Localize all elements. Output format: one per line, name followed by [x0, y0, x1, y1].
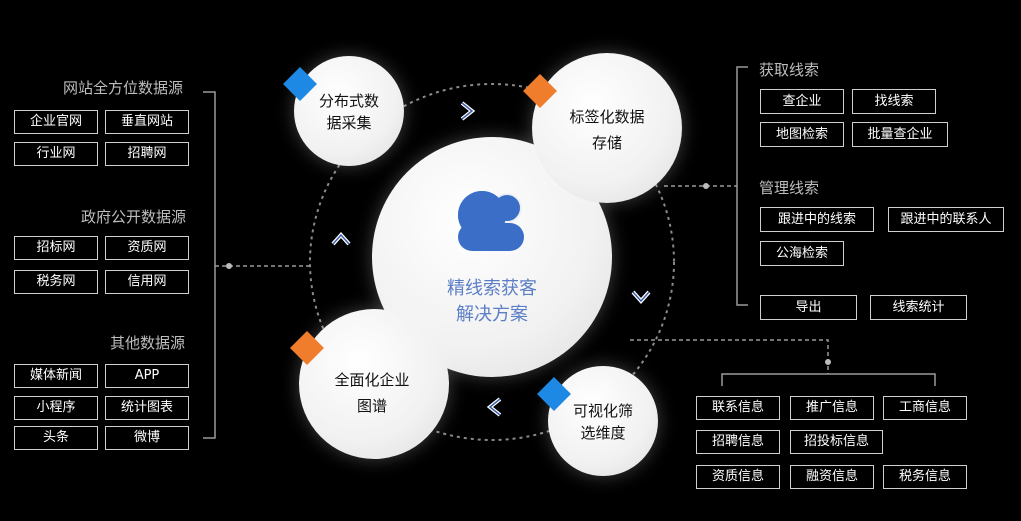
dimension-tag: 联系信息	[696, 396, 780, 420]
source-tag: 信用网	[105, 270, 189, 294]
center-title: 精线索获客 解决方案	[412, 276, 572, 328]
arrow-left-icon	[486, 397, 502, 417]
node-storage-line1: 标签化数据	[569, 108, 645, 126]
node-distributed-line2: 据采集	[326, 114, 372, 132]
arrow-right-icon	[460, 101, 476, 121]
source-tag: 企业官网	[14, 110, 98, 134]
node-filter-line2: 选维度	[580, 424, 626, 442]
source-tag: 统计图表	[105, 396, 189, 420]
arrow-up-icon	[331, 231, 351, 246]
left-group3-title: 其他数据源	[110, 334, 186, 352]
action-tag: 公海检索	[760, 241, 844, 266]
node-distributed-label: 分布式数 据采集	[299, 90, 399, 134]
node-distributed-circle	[294, 56, 404, 166]
source-tag: APP	[105, 364, 189, 388]
source-tag: 媒体新闻	[14, 364, 98, 388]
dimension-connector	[630, 339, 829, 374]
dimension-tag: 推广信息	[790, 396, 874, 420]
source-tag: 行业网	[14, 142, 98, 166]
node-storage-line2: 存储	[591, 134, 622, 152]
source-tag: 小程序	[14, 396, 98, 420]
dimension-tag: 税务信息	[883, 465, 967, 489]
node-graph-circle	[299, 309, 449, 459]
dimension-tag: 招聘信息	[696, 430, 780, 454]
left-group2-title: 政府公开数据源	[81, 208, 187, 226]
node-storage-label: 标签化数据 存储	[557, 104, 657, 156]
left-connector-dot	[226, 263, 232, 269]
node-graph-line1: 全面化企业	[334, 371, 410, 389]
dimension-bracket	[721, 373, 936, 386]
dimension-tag: 招投标信息	[790, 430, 883, 454]
orbit-ring	[309, 83, 675, 441]
action-tag: 找线索	[852, 89, 936, 114]
source-tag: 招聘网	[105, 142, 189, 166]
node-storage-circle	[532, 53, 682, 203]
cloud-icon	[458, 191, 524, 251]
left-bracket	[203, 91, 216, 439]
source-tag: 资质网	[105, 236, 189, 260]
node-filter-circle	[548, 366, 658, 476]
action-tag: 查企业	[760, 89, 844, 114]
node-graph-label: 全面化企业 图谱	[322, 367, 422, 419]
right-manage-title: 管理线索	[759, 179, 820, 197]
node-filter-line1: 可视化筛	[572, 402, 633, 420]
dimension-tag: 资质信息	[696, 465, 780, 489]
right-connector-dot	[703, 183, 709, 189]
node-graph-line2: 图谱	[356, 397, 387, 415]
action-tag: 跟进中的线索	[760, 207, 874, 232]
action-tag: 地图检索	[760, 122, 844, 147]
left-group1-title: 网站全方位数据源	[63, 79, 184, 97]
source-tag: 微博	[105, 426, 189, 450]
source-tag: 税务网	[14, 270, 98, 294]
dimension-connector-dot	[825, 359, 831, 365]
right-acquire-title: 获取线索	[759, 61, 820, 79]
arrow-down-icon	[631, 290, 651, 305]
center-title-line2: 解决方案	[456, 304, 528, 325]
action-tag: 线索统计	[870, 295, 967, 320]
dimension-tag: 融资信息	[790, 465, 874, 489]
right-bracket	[736, 66, 748, 306]
action-tag: 跟进中的联系人	[888, 207, 1004, 232]
source-tag: 招标网	[14, 236, 98, 260]
dimension-tag: 工商信息	[883, 396, 967, 420]
node-distributed-line1: 分布式数	[318, 92, 379, 110]
center-title-line1: 精线索获客	[447, 278, 537, 299]
node-filter-label: 可视化筛 选维度	[553, 400, 653, 444]
source-tag: 垂直网站	[105, 110, 189, 134]
action-tag: 批量查企业	[852, 122, 948, 147]
action-tag: 导出	[760, 295, 857, 320]
source-tag: 头条	[14, 426, 98, 450]
